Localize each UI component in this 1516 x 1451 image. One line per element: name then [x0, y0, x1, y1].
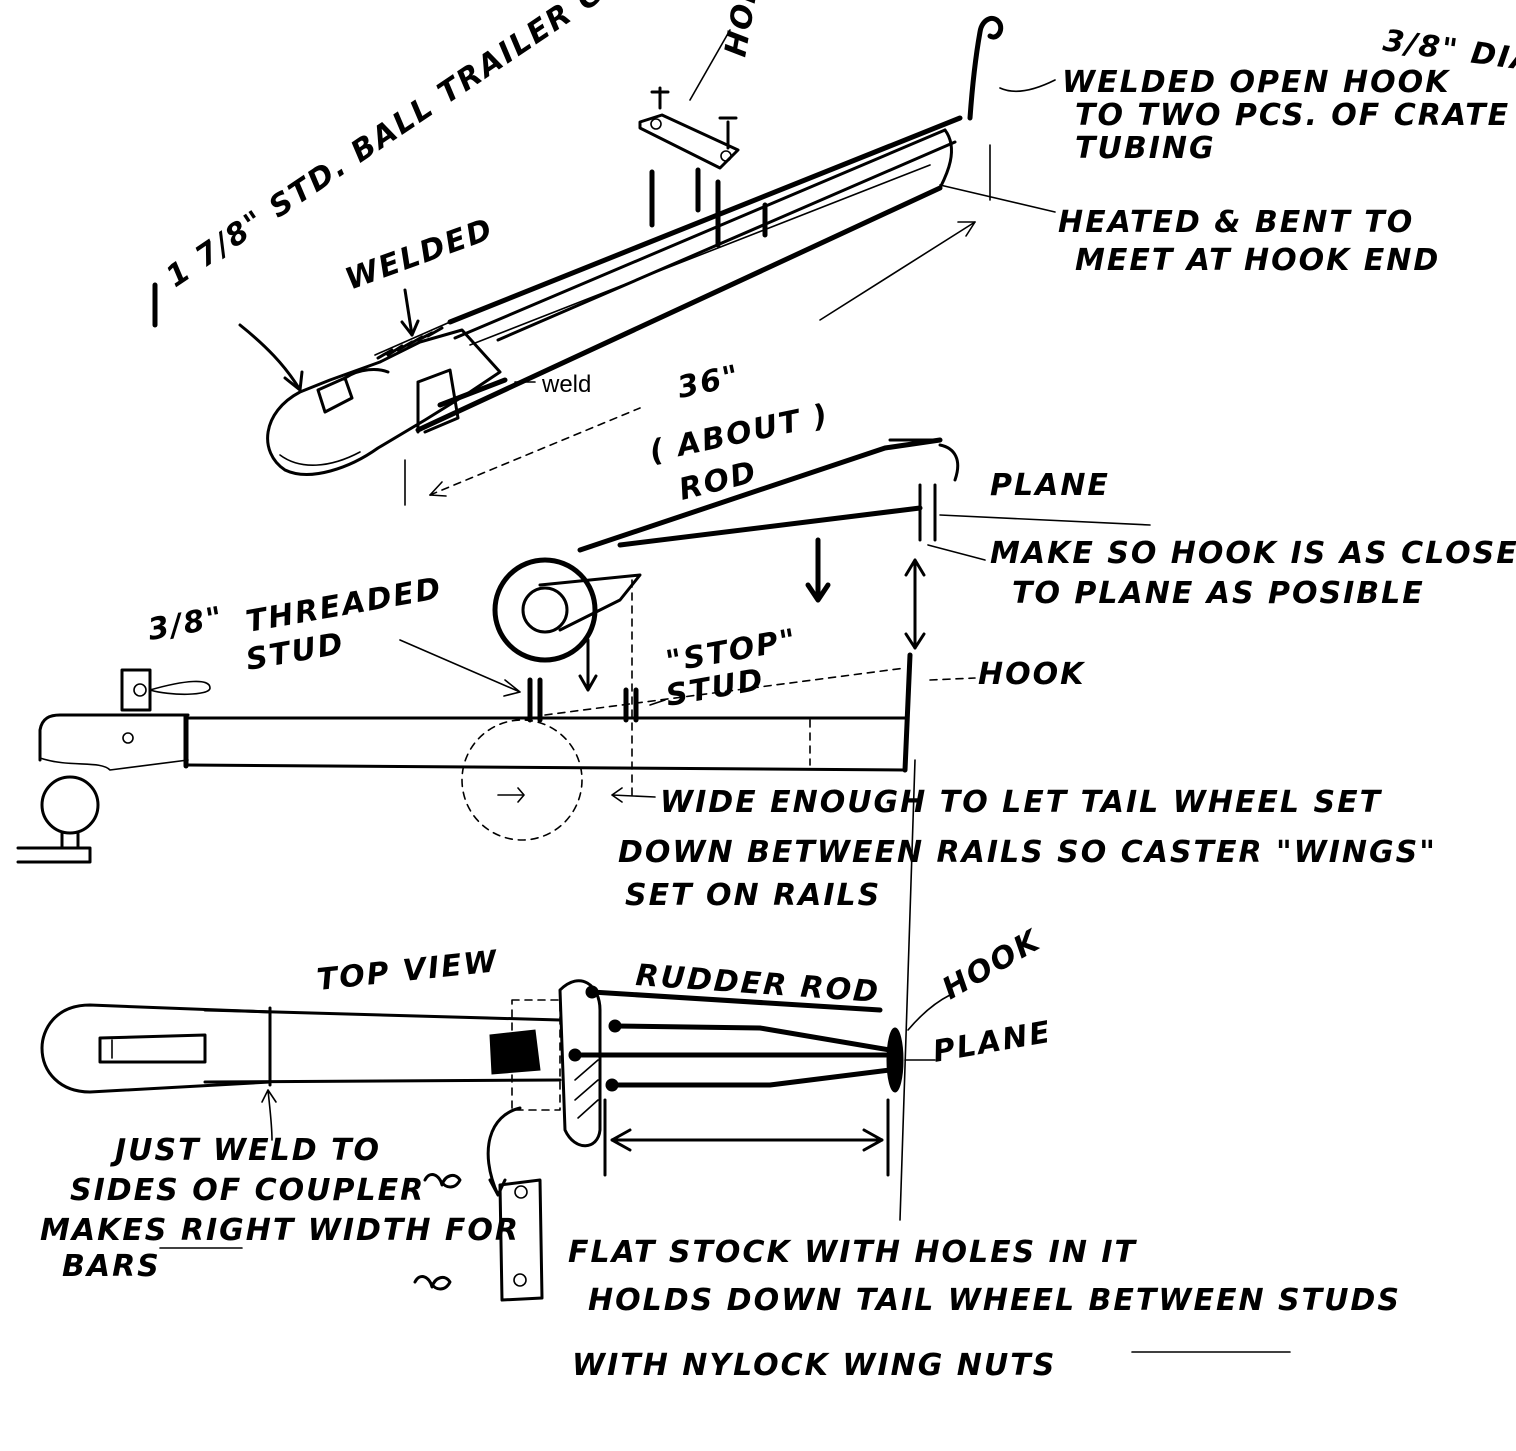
top-view-label: TOP VIEW	[315, 944, 500, 998]
hook-label-side: HOOK	[978, 657, 1086, 692]
crate-tube-lower	[415, 185, 943, 433]
hook-note-line-2: TO TWO PCS. OF CRATE	[1075, 98, 1510, 133]
wide-note-line-1: WIDE ENOUGH TO LET TAIL WHEEL SET	[660, 785, 1383, 820]
width-dimension-arrow	[610, 1128, 884, 1152]
weld-note-line-4: BARS	[62, 1249, 161, 1284]
flat-stock-note-line-1: FLAT STOCK WITH HOLES IN IT	[568, 1235, 1138, 1270]
coupler-body-drawing	[266, 328, 502, 476]
flat-stock-note-line-3: WITH NYLOCK WING NUTS	[572, 1348, 1056, 1383]
plane-label-side: PLANE	[990, 468, 1110, 503]
rudder-rod-top	[589, 989, 883, 1013]
rudder-rod-side	[577, 437, 943, 553]
wide-note-line-3: SET ON RAILS	[625, 878, 881, 913]
hold-down-label: HOLD DOWN	[718, 0, 793, 59]
wide-note-line-2: DOWN BETWEEN RAILS SO CASTER "WINGS"	[618, 835, 1437, 870]
close-note-line-1: MAKE SO HOOK IS AS CLOSE	[990, 536, 1516, 571]
side-view: ROD PLANE MAKE SO HOOK IS AS CLOSE TO PL…	[16, 437, 1516, 1221]
wing-nut-1	[423, 1173, 462, 1189]
length-label: 36"	[674, 358, 743, 405]
weld-note-line-1: JUST WELD TO	[110, 1133, 381, 1168]
top-rail-upper	[203, 1008, 562, 1022]
coupler-top-outline	[40, 1003, 272, 1094]
bent-note-line-1: HEATED & BENT TO	[1058, 205, 1414, 240]
hook-label-top: HOOK	[937, 923, 1048, 1007]
tail-wheel-drawing	[492, 557, 598, 663]
flat-stock-drawing	[498, 1178, 544, 1302]
weld-bead-drawing	[376, 326, 444, 360]
crate-tube-upper	[447, 115, 963, 325]
close-note-line-2: TO PLANE AS POSIBLE	[1012, 576, 1425, 611]
wheel-position-dashed	[461, 719, 583, 841]
rail-bottom-line	[186, 763, 907, 772]
caster-block-drawing	[489, 1029, 541, 1075]
weld-note-line-3: MAKES RIGHT WIDTH FOR	[40, 1213, 520, 1248]
threaded-stud-size: 3/8"	[145, 600, 226, 648]
weld-note-line-2: SIDES OF COUPLER	[70, 1173, 425, 1208]
threaded-stud-drawing	[527, 677, 543, 723]
rod-label: ROD	[675, 455, 761, 508]
weld-mark-drawing	[437, 377, 508, 408]
isometric-view: 1 7/8" STD. BALL TRAILER COUPLER HOLD DO…	[152, 0, 1516, 506]
flat-stock-note-line-2: HOLDS DOWN TAIL WHEEL BETWEEN STUDS	[588, 1283, 1401, 1318]
hitch-ball-drawing	[40, 775, 100, 835]
wing-nut-2	[413, 1275, 452, 1291]
top-rail-lower	[203, 1078, 562, 1084]
plane-label-top: PLANE	[930, 1015, 1054, 1070]
hook-top-drawing	[886, 1027, 904, 1093]
stop-stud-drawing	[623, 687, 639, 723]
length-dimension-arrow	[819, 221, 976, 321]
ball-socket-drawing	[316, 376, 354, 414]
bent-note-line-2: MEET AT HOOK END	[1075, 243, 1440, 278]
hook-note-line-1: WELDED OPEN HOOK	[1062, 65, 1451, 100]
hook-drawing	[967, 15, 1004, 121]
weld-label: weld	[541, 371, 591, 398]
hook-note-line-3: TUBING	[1075, 131, 1216, 166]
threaded-stud-word: THREADED	[243, 571, 445, 640]
welded-label: WELDED	[341, 212, 499, 298]
top-view: TOP VIEW RUDDER ROD HOOK PLANE JUST WELD…	[40, 923, 1401, 1383]
